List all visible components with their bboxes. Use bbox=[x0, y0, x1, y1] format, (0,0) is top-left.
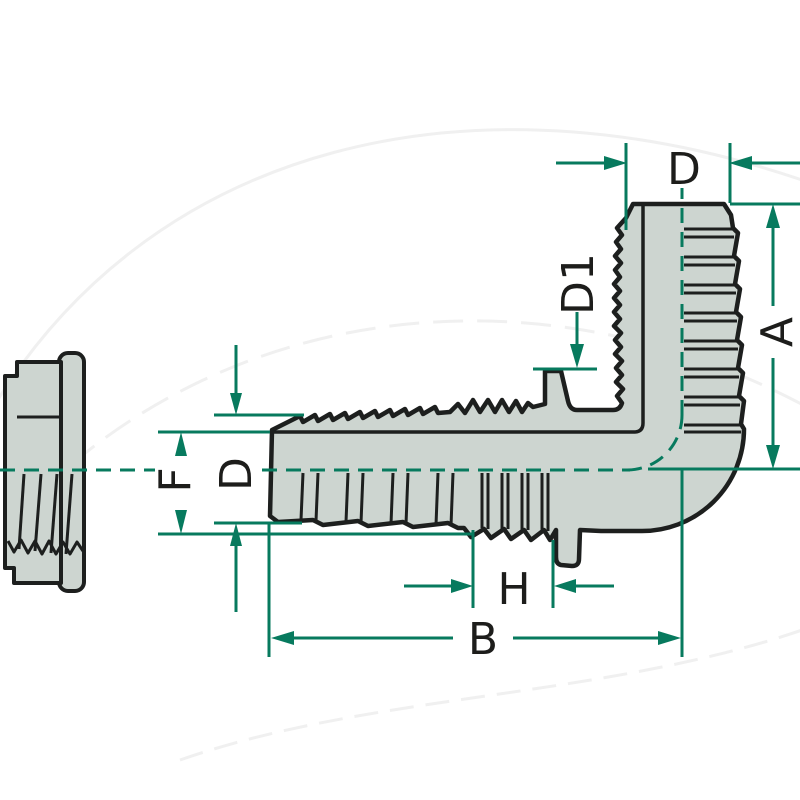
arrow-D1-down bbox=[570, 344, 584, 368]
arrow-A-up bbox=[766, 204, 780, 228]
nut-thread-crest-zigzag bbox=[6, 538, 85, 556]
dimension-arrowheads bbox=[175, 156, 780, 645]
label-D-top: D bbox=[667, 144, 701, 195]
arrow-A-down bbox=[766, 445, 780, 469]
label-H: H bbox=[497, 564, 530, 615]
dimension-D-top bbox=[556, 143, 800, 230]
nut-thread-lines bbox=[17, 473, 74, 555]
arrow-F-up bbox=[175, 432, 187, 456]
arrow-Dleft-up bbox=[230, 523, 242, 546]
bore-inner-line bbox=[272, 205, 645, 434]
union-nut-side-view bbox=[3, 351, 86, 593]
dimension-A bbox=[648, 226, 800, 471]
label-A: A bbox=[752, 317, 800, 347]
dimension-labels: D D1 A F D H B bbox=[150, 144, 800, 665]
dimension-F bbox=[158, 430, 473, 536]
arrow-Dleft-down bbox=[230, 393, 242, 415]
label-F: F bbox=[150, 467, 201, 492]
dimension-D-left bbox=[214, 345, 304, 612]
arrow-H-right bbox=[451, 579, 473, 593]
arrow-H-left bbox=[554, 579, 576, 593]
arrow-B-left bbox=[271, 631, 294, 645]
elbow-fitting bbox=[267, 201, 747, 569]
dimension-D1 bbox=[533, 312, 597, 371]
label-B: B bbox=[468, 614, 498, 665]
barb-ring-lines-vertical-tail bbox=[684, 227, 741, 434]
dimension-B bbox=[267, 469, 684, 657]
dimension-H bbox=[404, 530, 614, 608]
arrow-D-top-right bbox=[729, 156, 752, 170]
label-D-left: D bbox=[211, 457, 262, 491]
centerlines bbox=[0, 188, 684, 472]
dimensions bbox=[158, 143, 800, 657]
label-D1: D1 bbox=[553, 253, 604, 315]
elbow-outline bbox=[267, 201, 747, 569]
arrow-F-down bbox=[175, 510, 187, 534]
barb-groove-lines-horizontal-tail bbox=[299, 472, 550, 531]
centerline-bend-arc bbox=[626, 414, 684, 472]
arrow-D-top-left bbox=[604, 156, 627, 170]
arrow-B-right bbox=[658, 631, 681, 645]
